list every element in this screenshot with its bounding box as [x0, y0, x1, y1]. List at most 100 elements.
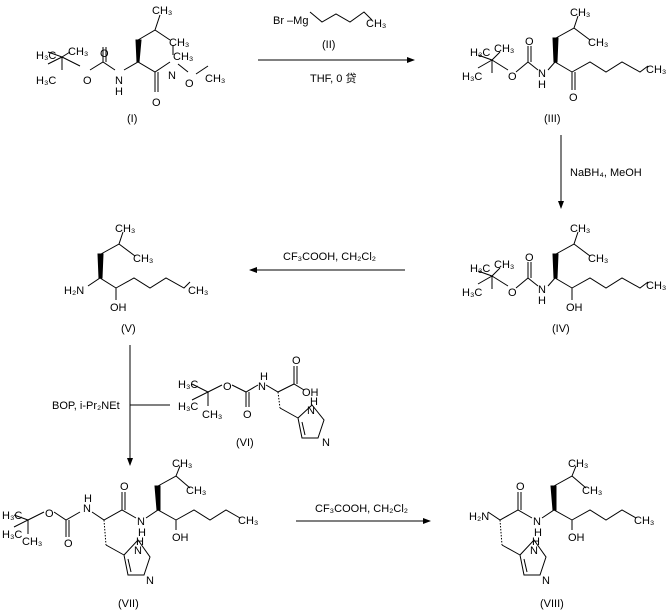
atom-label: CH₃: [568, 458, 588, 470]
atom-label: CH₃: [582, 485, 602, 497]
atom-label: H: [260, 371, 268, 383]
atom-label: H₃C: [462, 71, 482, 83]
atom-label: CH₃: [494, 43, 514, 55]
atom-label: H₂N: [64, 285, 84, 297]
atom-label: CH₃: [152, 5, 172, 17]
atom-label: H₃C: [470, 47, 490, 59]
atom-label: OH: [110, 302, 127, 314]
atom-label: N: [83, 503, 91, 515]
atom-label: CH₃: [646, 64, 666, 76]
compound-label: (II): [322, 39, 335, 51]
compound-label: (VI): [236, 437, 254, 449]
atom-label: CH₃: [570, 223, 590, 235]
atom-label: N: [146, 575, 154, 587]
atom-label: CH₃: [68, 46, 88, 58]
atom-label: CH₃: [570, 7, 590, 19]
compound-VIII: H₂N O N H CH₃ CH₃ OH CH₃ H N N (VIII): [469, 458, 654, 610]
atom-label: H: [136, 536, 144, 548]
atom-label: H: [538, 79, 546, 91]
atom-label: OH: [172, 532, 189, 544]
atom-label: Br –Mg: [273, 15, 308, 27]
atom-label: O: [516, 481, 525, 493]
atom-label: H: [138, 527, 146, 539]
atom-label: N: [322, 437, 330, 449]
compound-III: H₃C CH₃ H₃C O O N H CH₃ CH₃ O CH₃ (III): [462, 7, 666, 125]
compound-VII: H₃C H₃C CH₃ O O H N O N H CH₃ CH₃ OH CH₃…: [2, 458, 258, 610]
atom-label: CH₃: [22, 536, 42, 548]
atom-label: CH₃: [494, 259, 514, 271]
reaction-condition-4: BOP, i-Pr₂NEt: [52, 400, 120, 412]
atom-label: H: [84, 493, 92, 505]
atom-label: CH₃: [172, 458, 192, 470]
atom-label: H₃C: [178, 379, 198, 391]
atom-label: CH₃: [646, 280, 666, 292]
atom-label: CH₃: [173, 51, 193, 63]
atom-label: H: [115, 86, 123, 98]
atom-label: N: [137, 516, 145, 528]
reaction-condition-5: CF₃COOH, CH₂Cl₂: [315, 503, 408, 515]
atom-label: N: [533, 516, 541, 528]
compound-label: (I): [127, 113, 137, 125]
atom-label: CH₃: [115, 223, 135, 235]
atom-label: N: [134, 545, 142, 557]
atom-label: H: [534, 527, 542, 539]
atom-label: CH₃: [188, 285, 208, 297]
reaction-condition-2: NaBH₄, MeOH: [570, 167, 642, 179]
atom-label: CH₃: [205, 73, 225, 85]
atom-label: O: [525, 36, 534, 48]
atom-label: CH₃: [238, 515, 258, 527]
atom-label: O: [569, 92, 578, 104]
reaction-condition-3: CF₃COOH, CH₂Cl₂: [283, 251, 376, 263]
atom-label: CH₃: [588, 253, 608, 265]
atom-label: CH₃: [588, 37, 608, 49]
compound-label: (VII): [118, 598, 139, 610]
atom-label: O: [508, 71, 517, 83]
atom-label: N: [258, 381, 266, 393]
atom-label: H₃C: [2, 529, 22, 541]
compound-label: (V): [121, 323, 136, 335]
atom-label: N: [542, 575, 550, 587]
atom-label: OH: [568, 532, 585, 544]
atom-label: O: [223, 381, 232, 393]
atom-label: H₃C: [470, 263, 490, 275]
atom-label: O: [64, 538, 73, 550]
atom-label: O: [152, 97, 161, 109]
compound-IV: H₃C CH₃ H₃C O O N H CH₃ CH₃ OH CH₃ (IV): [462, 223, 666, 335]
atom-label: N: [307, 405, 315, 417]
atom-label: H₃C: [36, 75, 56, 87]
atom-label: H₂N: [469, 511, 489, 523]
atom-label: CH₃: [186, 485, 206, 497]
atom-label: H: [532, 536, 540, 548]
atom-label: O: [292, 355, 301, 367]
atom-label: O: [185, 78, 194, 90]
atom-label: O: [100, 48, 109, 60]
atom-label: O: [525, 252, 534, 264]
atom-label: OH: [302, 387, 319, 399]
atom-label: OH: [566, 302, 583, 314]
reaction-condition-1: THF, 0 贷: [310, 71, 356, 85]
atom-label: CH₃: [169, 37, 189, 49]
atom-label: CH₃: [202, 409, 222, 421]
atom-label: H₃C: [462, 287, 482, 299]
atom-label: N: [115, 75, 123, 87]
atom-label: H: [538, 295, 546, 307]
atom-label: CH₃: [366, 18, 386, 30]
atom-label: N: [530, 545, 538, 557]
compound-I: CH₃ H₃C H₃C O O N H CH₃ CH₃ O N CH₃ O CH…: [36, 5, 225, 125]
compound-label: (IV): [552, 323, 570, 335]
atom-label: O: [45, 508, 54, 520]
compound-VI: H₃C H₃C CH₃ O O H N O OH H N N (VI): [178, 355, 330, 449]
compound-label: (VIII): [540, 598, 564, 610]
reagent-II: Br –Mg CH₃ (II): [273, 11, 386, 51]
compound-V: H₂N CH₃ CH₃ OH CH₃ (V): [64, 223, 208, 335]
atom-label: O: [243, 409, 252, 421]
atom-label: N: [538, 68, 546, 80]
atom-label: N: [168, 70, 176, 82]
atom-label: CH₃: [133, 253, 153, 265]
atom-label: CH₃: [634, 515, 654, 527]
atom-label: H₃C: [36, 50, 56, 62]
atom-label: O: [508, 287, 517, 299]
atom-label: H₃C: [178, 401, 198, 413]
